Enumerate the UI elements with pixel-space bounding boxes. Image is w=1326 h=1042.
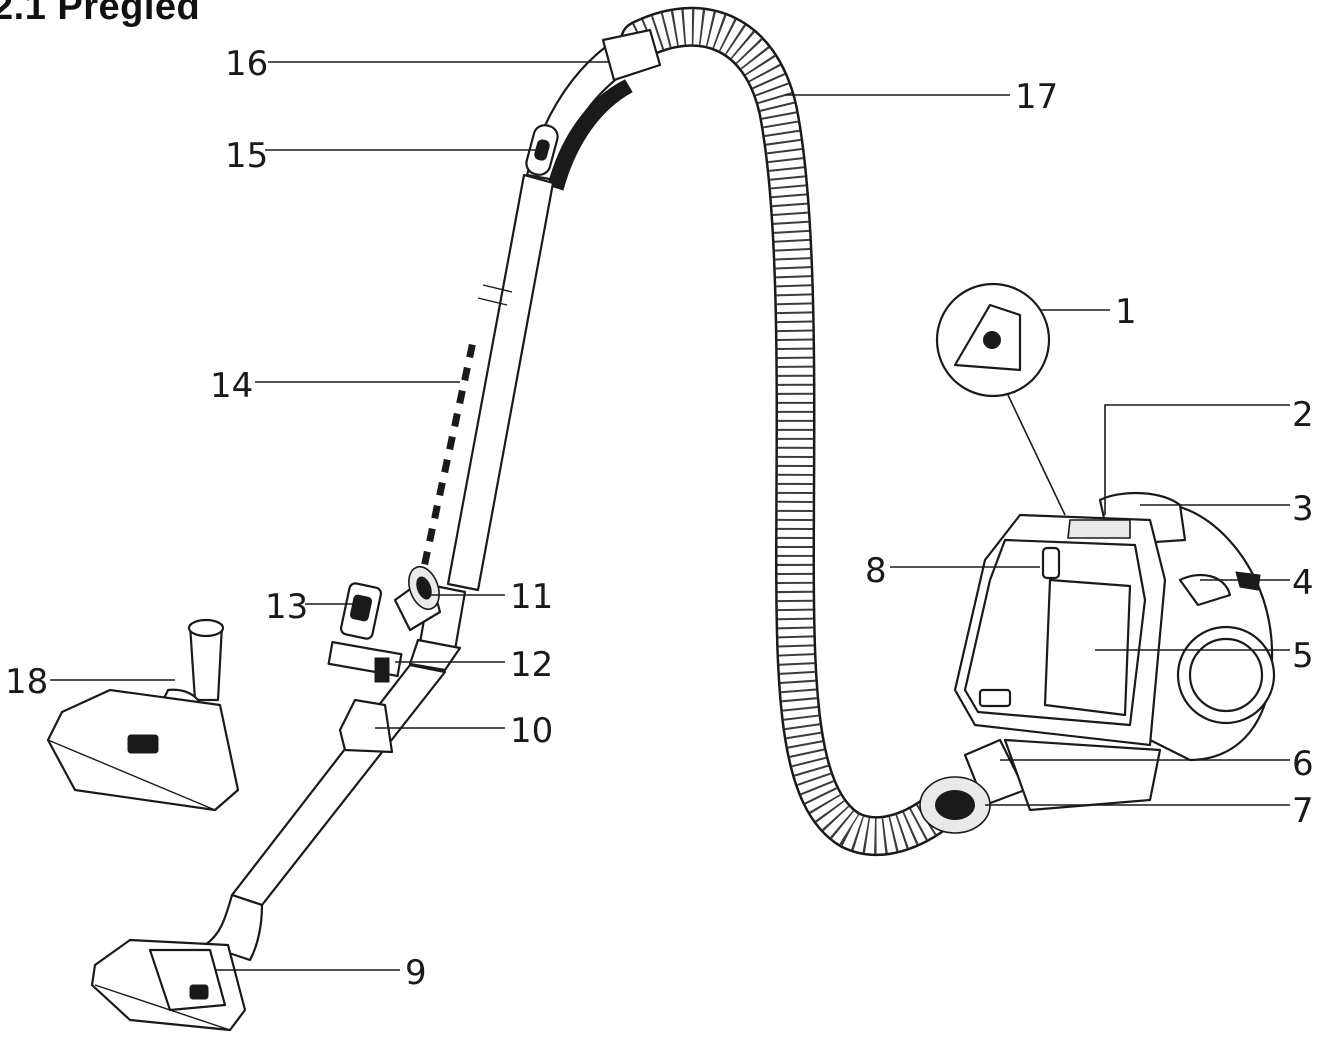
telescopic-tube	[230, 173, 555, 907]
callout-7: 7	[1292, 791, 1314, 831]
callout-18: 18	[5, 662, 48, 702]
callout-16: 16	[225, 44, 268, 84]
callout-leaders	[50, 61, 1290, 971]
callout-15: 15	[225, 136, 268, 176]
callout-labels: 1 2 3 4 5 6 7 8 9 10 11 12 13 14 15 16 1…	[5, 44, 1314, 993]
callout-9: 9	[405, 953, 427, 993]
diagram-title: 2.1 Pregled	[0, 0, 201, 28]
callout-4: 4	[1292, 563, 1314, 603]
callout-10: 10	[510, 711, 553, 751]
callout-3: 3	[1292, 489, 1314, 529]
callout-8: 8	[865, 551, 887, 591]
callout-6: 6	[1292, 744, 1314, 784]
handle	[525, 28, 662, 191]
inset-detail-1	[935, 282, 1066, 516]
leader-2	[1104, 404, 1290, 515]
callout-14: 14	[210, 366, 253, 406]
callout-2: 2	[1292, 395, 1314, 435]
main-body	[919, 492, 1276, 834]
accessory-clip	[327, 565, 442, 754]
tube-slots	[421, 343, 476, 566]
callout-11: 11	[510, 577, 553, 617]
hose	[620, 6, 960, 857]
turbo-brush	[46, 618, 240, 812]
callout-1: 1	[1115, 292, 1137, 332]
floor-brush	[90, 893, 264, 1032]
callout-13: 13	[265, 587, 308, 627]
callout-12: 12	[510, 645, 553, 685]
callout-5: 5	[1292, 636, 1314, 676]
callout-17: 17	[1015, 77, 1058, 117]
